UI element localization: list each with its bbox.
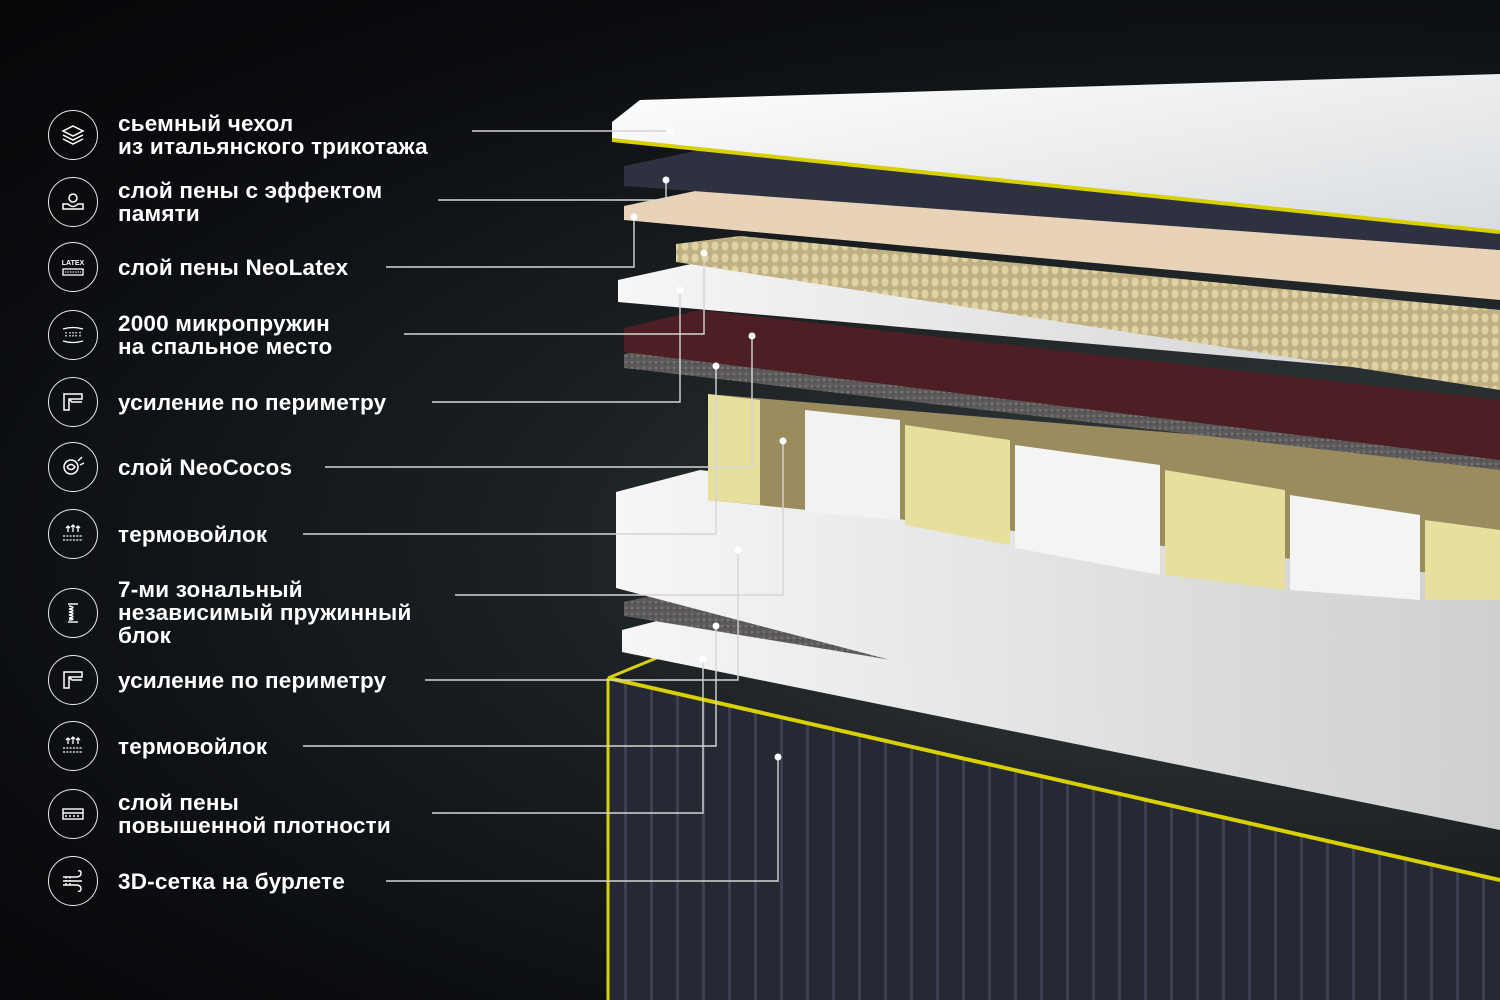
dense-foam-icon	[48, 789, 98, 839]
memory-foam-layer	[624, 150, 1500, 250]
latex-icon: LATEX	[48, 242, 98, 292]
layer-label: термовойлок	[118, 521, 268, 547]
layer-coconut-label: слой NeoCocos	[48, 442, 292, 492]
layer-label: термовойлок	[118, 733, 268, 759]
microsprings-layer	[676, 236, 1500, 390]
layer-label: 3D-сетка на бурлете	[118, 868, 345, 894]
layer-perimeter-bottom-label: усиление по периметру	[48, 655, 386, 705]
layers-icon	[48, 110, 98, 160]
thermofelt-icon	[48, 721, 98, 771]
layer-memory-foam-label: слой пены с эффектом памяти	[48, 177, 382, 227]
coconut-layer	[624, 310, 1500, 460]
layer-perimeter-top-label: усиление по периметру	[48, 377, 386, 427]
leader-dots	[630, 127, 787, 761]
dense-foam-layer	[622, 610, 1500, 830]
layer-3d-mesh-label: 3D-сетка на бурлете	[48, 856, 345, 906]
perimeter-icon	[48, 655, 98, 705]
thermofelt-icon	[48, 509, 98, 559]
layer-thermofelt-top-label: термовойлок	[48, 509, 267, 559]
layer-thermofelt-bottom-label: термовойлок	[48, 721, 267, 771]
latex-layer	[624, 190, 1500, 300]
layer-spring-block-label: 7-ми зональный независимый пружинный бло…	[48, 578, 412, 647]
layer-label: слой NeoCocos	[118, 454, 293, 480]
perimeter-icon	[48, 377, 98, 427]
svg-text:LATEX: LATEX	[62, 260, 85, 267]
spring-block	[708, 394, 1500, 600]
layer-label: 7-ми зональный независимый пружинный бло…	[118, 577, 412, 648]
layer-label: слой пены с эффектом памяти	[118, 178, 383, 226]
layer-cover-label: сьемный чехол из итальянского трикотажа	[48, 110, 428, 160]
memory-foam-icon	[48, 177, 98, 227]
layer-label: 2000 микропружин на спальное место	[118, 311, 333, 359]
layer-microsprings-label: 2000 микропружин на спальное место	[48, 310, 332, 360]
coconut-icon	[48, 442, 98, 492]
layer-dense-foam-label: слой пены повышенной плотности	[48, 789, 391, 839]
removable-cover-layer	[611, 74, 1500, 234]
spring-icon	[48, 587, 98, 638]
layer-label: усиление по периметру	[118, 389, 387, 415]
leader-lines	[303, 130, 784, 882]
layer-label: сьемный чехол из итальянского трикотажа	[118, 111, 428, 159]
layer-label: слой пены повышенной плотности	[118, 790, 391, 838]
layer-label: слой пены NeoLatex	[118, 254, 349, 280]
layer-latex-label: LATEX слой пены NeoLatex	[48, 242, 348, 292]
mesh-3d-icon	[48, 856, 98, 906]
layer-label: усиление по периметру	[118, 667, 387, 693]
microsprings-icon	[48, 310, 98, 360]
